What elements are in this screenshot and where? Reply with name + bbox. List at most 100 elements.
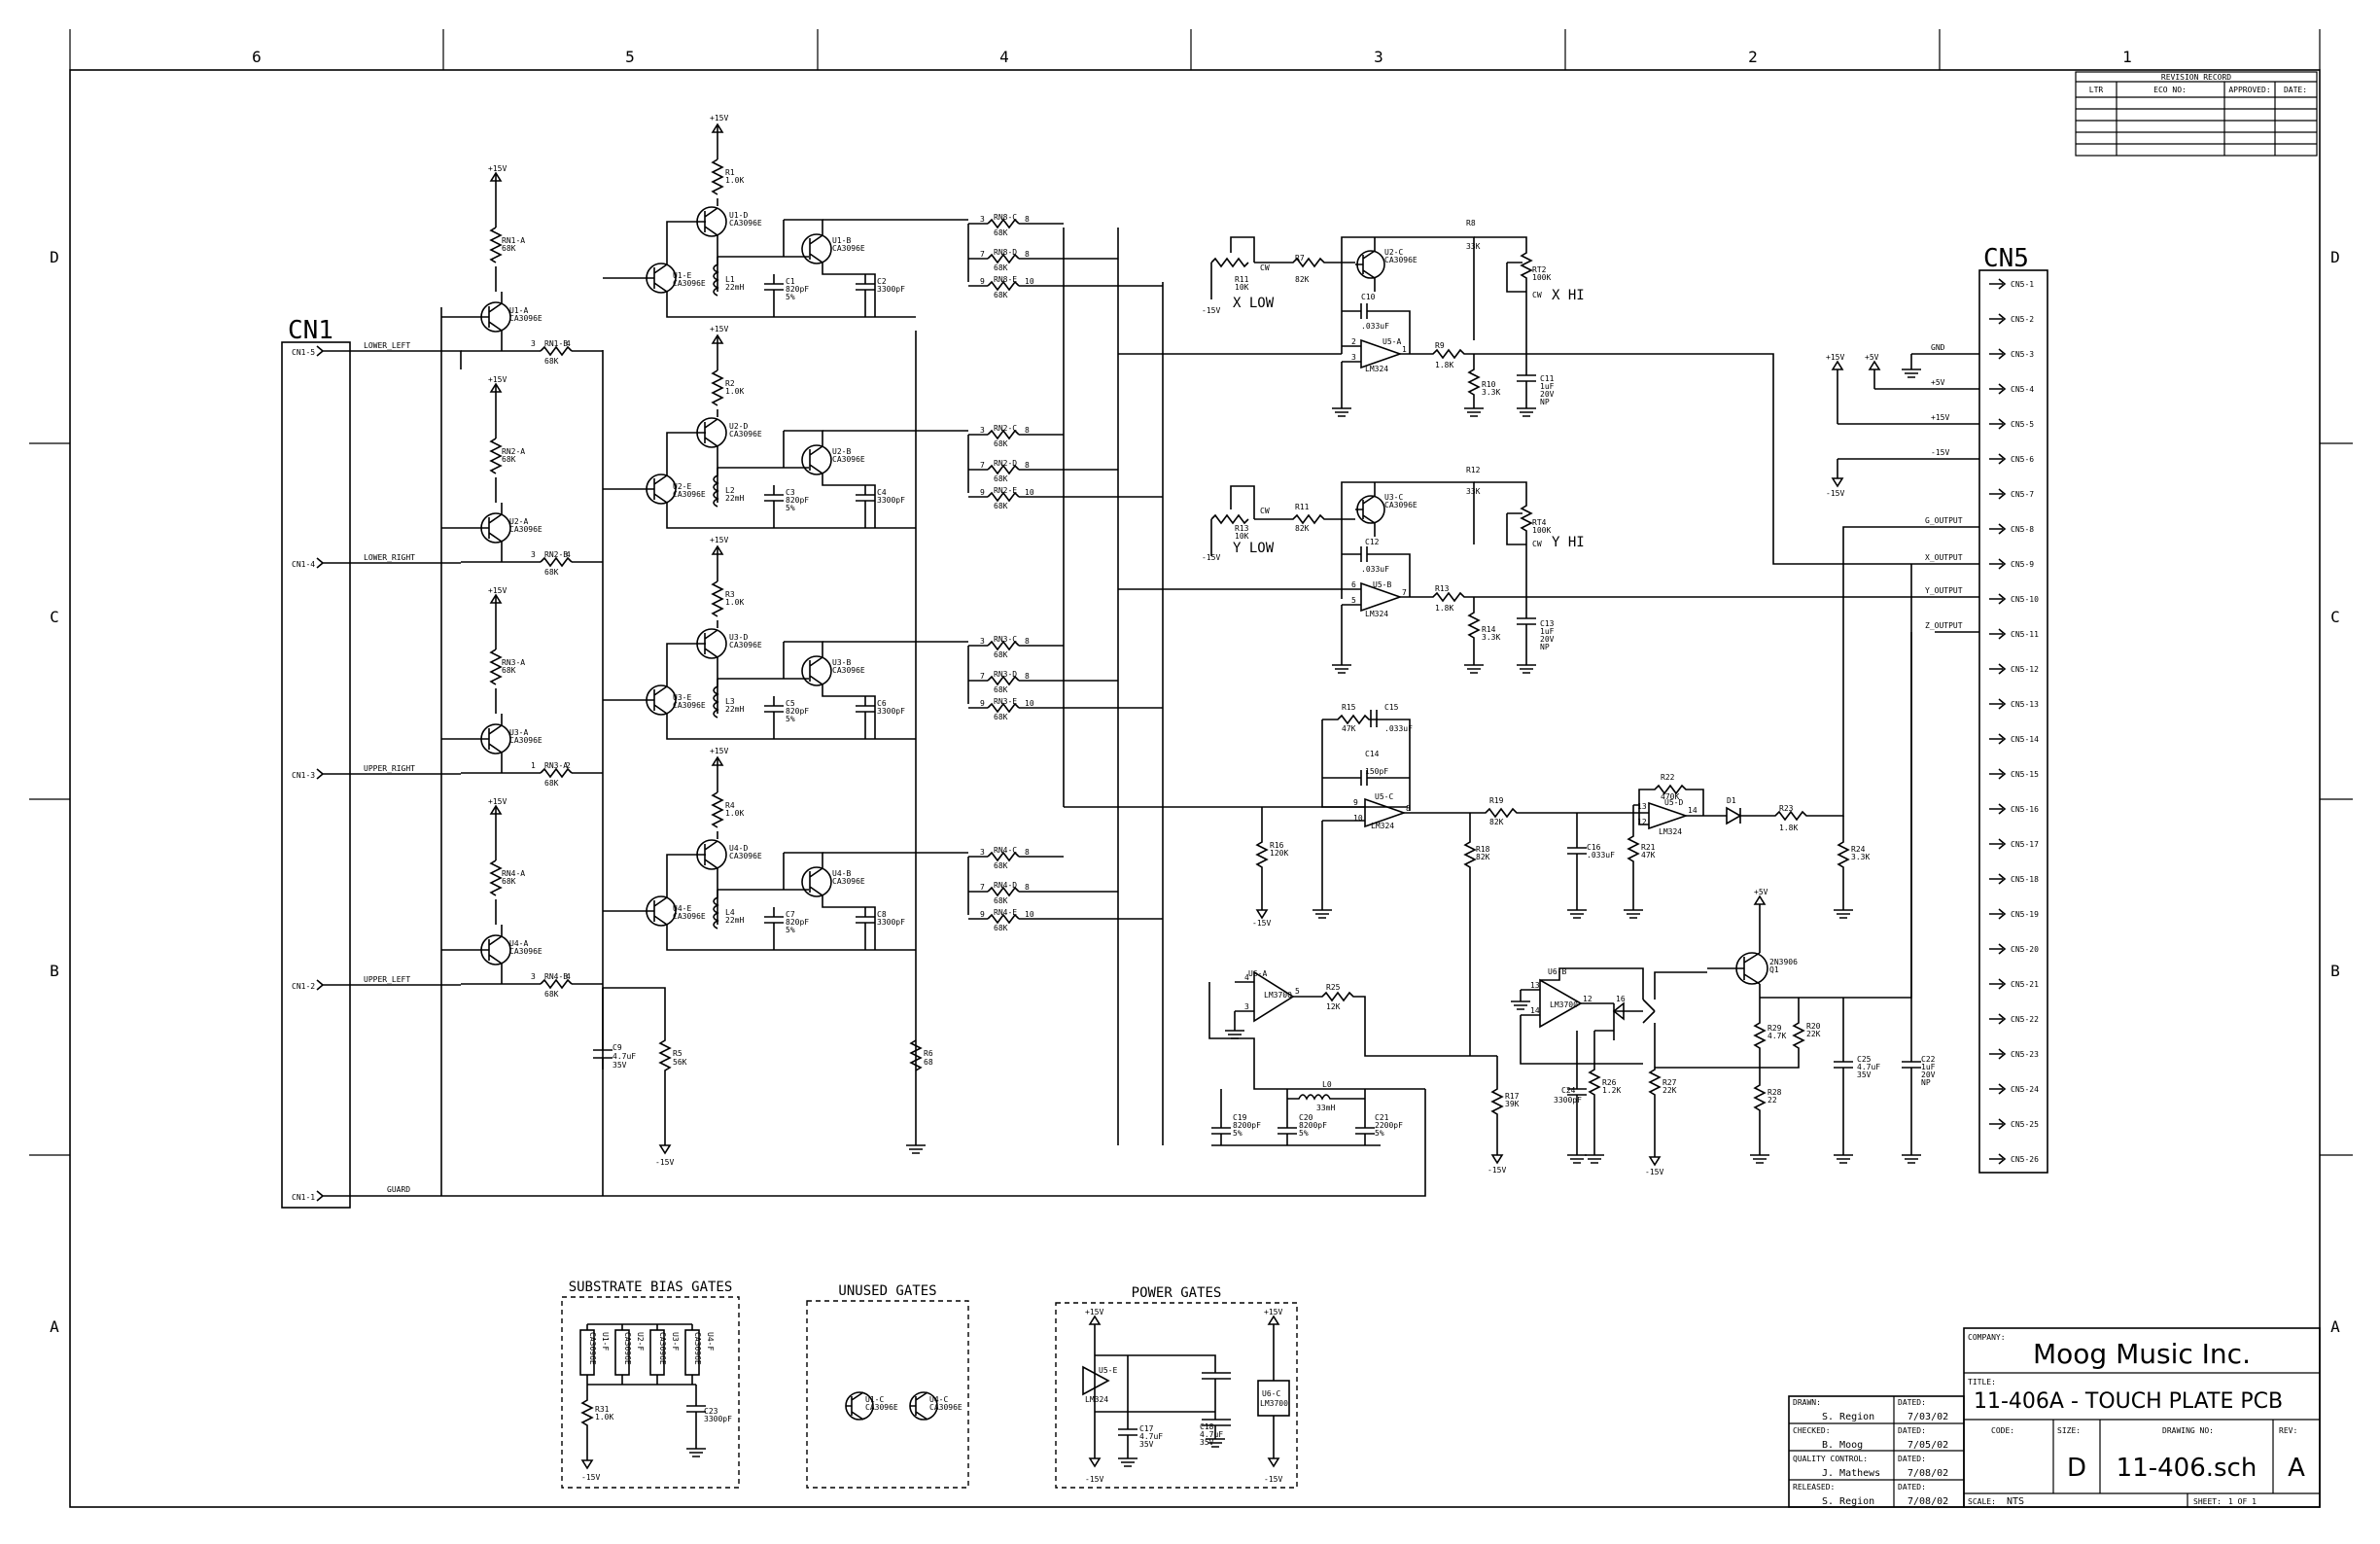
- component-label: RN4-A: [502, 869, 525, 878]
- transistor-q1: 2N3906 Q1: [1707, 952, 1798, 985]
- component-label: 820pF: [786, 918, 809, 927]
- component-label: L4: [725, 908, 735, 917]
- component-label: 68K: [544, 357, 559, 366]
- svg-text:-15V: -15V: [1645, 1168, 1663, 1176]
- component-label: 68K: [994, 861, 1008, 870]
- component-label: 7: [980, 883, 985, 892]
- component-label: RN2-C: [994, 424, 1017, 433]
- svg-text:-15V: -15V: [1488, 1166, 1506, 1175]
- svg-text:3.3K: 3.3K: [1482, 633, 1500, 642]
- component-label: 22mH: [725, 916, 744, 925]
- svg-text:X_OUTPUT: X_OUTPUT: [1925, 553, 1963, 562]
- resistor-body: [711, 791, 724, 828]
- svg-text:82K: 82K: [1476, 853, 1490, 861]
- svg-text:5: 5: [1351, 596, 1356, 605]
- pot-x-hi: RT2 100K CW X HI: [1474, 236, 1585, 331]
- resistor-r21: R21 47K: [1624, 805, 1656, 919]
- component-label: 68K: [994, 291, 1008, 299]
- capacitor-c13: C13 1uF 20V NP: [1517, 583, 1935, 674]
- zone-col-label: 6: [252, 48, 262, 66]
- component-label: CA3096E: [729, 852, 762, 860]
- svg-text:.033uF: .033uF: [1361, 322, 1389, 331]
- signoff-name: J. Mathews: [1822, 1468, 1880, 1479]
- svg-text:+5V: +5V: [1931, 378, 1945, 387]
- title-block: COMPANY: Moog Music Inc. TITLE: 11-406A …: [1788, 1327, 2321, 1508]
- signoff-date: 7/08/02: [1908, 1468, 1948, 1479]
- cn5-pin-label: CN5-18: [2011, 875, 2039, 884]
- component-label: C7: [786, 910, 795, 919]
- company-name: Moog Music Inc.: [2033, 1338, 2251, 1370]
- component-label: 1.0K: [725, 809, 744, 818]
- svg-text:3: 3: [1244, 1002, 1249, 1011]
- cn5-pin-label: CN5-20: [2011, 945, 2039, 954]
- resistor-body: [987, 280, 1020, 292]
- svg-text:LM324: LM324: [1365, 365, 1388, 373]
- component-label: R3: [725, 590, 735, 599]
- svg-text:20V: 20V: [1921, 1070, 1936, 1079]
- svg-text:1.8K: 1.8K: [1435, 361, 1453, 369]
- svg-text:C22: C22: [1921, 1055, 1936, 1064]
- component-label: 9: [980, 488, 985, 497]
- svg-text:3: 3: [1351, 353, 1356, 362]
- component-label: CA3096E: [729, 219, 762, 228]
- component-label: RN1-A: [502, 236, 525, 245]
- zone-labels: 6 5 4 3 2 1 D C B A D C B A: [50, 48, 2340, 1336]
- resistor-r17: R17 39K -15V: [1488, 1056, 1520, 1175]
- component-label: 7: [980, 250, 985, 259]
- component-label: C2: [877, 277, 887, 286]
- component-label: 8: [1025, 215, 1030, 224]
- component-label: CA3096E: [658, 1332, 667, 1365]
- component-label: CA3096E: [673, 279, 706, 288]
- svg-text:R13: R13: [1435, 584, 1450, 593]
- component-label: CA3096E: [623, 1332, 632, 1365]
- svg-text:5%: 5%: [1299, 1129, 1309, 1138]
- cn5-pin: CN5-18: [1989, 873, 2039, 885]
- cn5-pin: CN5-19: [1989, 908, 2039, 920]
- component-label: U4-D: [729, 844, 748, 853]
- gate-circuit: U6-A LM3700 4 3 5 R25 12K C19 8200pF 5% …: [1208, 564, 1936, 1176]
- component-label: CA3096E: [509, 736, 542, 745]
- supply-label: +15V: [710, 536, 728, 544]
- cn5-pin: CN5-17: [1989, 838, 2039, 850]
- component-label: 3: [531, 550, 536, 559]
- resistor-body: [489, 438, 503, 474]
- signoff-role: CHECKED:: [1793, 1426, 1831, 1435]
- component-label: U3-E: [673, 693, 691, 702]
- svg-text:.033uF: .033uF: [1587, 851, 1615, 860]
- cn5-pin-label: CN5-19: [2011, 910, 2039, 919]
- svg-text:C25: C25: [1857, 1055, 1872, 1064]
- cn5-pin-label: CN5-17: [2011, 840, 2039, 849]
- component-label: 68K: [994, 474, 1008, 483]
- svg-text:R12: R12: [1466, 466, 1481, 474]
- supply-label: +15V: [488, 164, 507, 173]
- cn5-pin-label: CN5-24: [2011, 1085, 2039, 1094]
- svg-text:LM324: LM324: [1371, 822, 1394, 830]
- cn5-pin: CN5-3: [1989, 348, 2034, 360]
- svg-text:CW: CW: [1532, 291, 1542, 299]
- component-label: 68K: [544, 568, 559, 577]
- svg-text:U5-D: U5-D: [1664, 798, 1683, 807]
- component-label: RN3-D: [994, 670, 1017, 679]
- resistor-body: [987, 640, 1020, 651]
- supply-arrow: [489, 804, 503, 815]
- power-gates-box: POWER GATES +15V -15V U5-E LM324 C17 4.7…: [1055, 1285, 1298, 1489]
- svg-text:C21: C21: [1375, 1113, 1389, 1122]
- component-label: 820pF: [786, 496, 809, 505]
- box-title: POWER GATES: [1132, 1285, 1222, 1301]
- component-label: U1-F: [601, 1332, 610, 1351]
- svg-text:U5-A: U5-A: [1382, 337, 1401, 346]
- svg-text:C9: C9: [612, 1043, 622, 1052]
- component-label: 8: [1025, 637, 1030, 646]
- svg-text:LM3700: LM3700: [1264, 991, 1292, 1000]
- svg-text:CA3096E: CA3096E: [929, 1403, 962, 1412]
- svg-text:56K: 56K: [673, 1058, 687, 1067]
- svg-text:U1-C: U1-C: [865, 1395, 884, 1404]
- component-label: 3: [980, 215, 985, 224]
- svg-text:CN1-3: CN1-3: [292, 771, 315, 780]
- svg-text:R15: R15: [1342, 703, 1356, 712]
- svg-text:NP: NP: [1921, 1078, 1931, 1087]
